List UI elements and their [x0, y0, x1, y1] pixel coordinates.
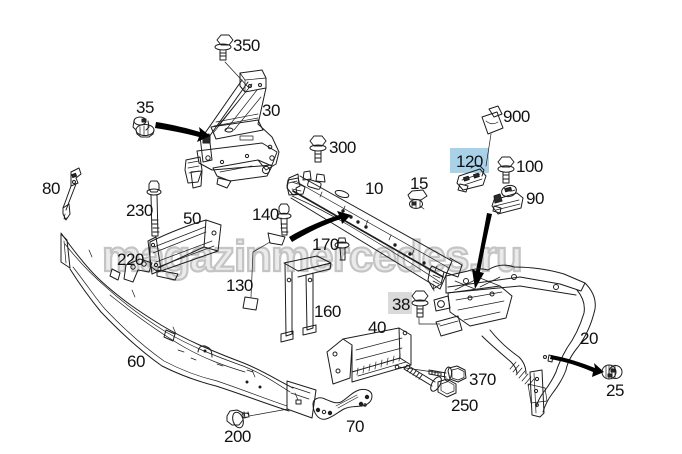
svg-text:170: 170	[312, 235, 339, 254]
svg-text:35: 35	[136, 98, 154, 117]
svg-text:370: 370	[469, 370, 496, 389]
svg-text:200: 200	[224, 427, 251, 446]
svg-text:120: 120	[456, 152, 483, 171]
svg-text:80: 80	[42, 179, 60, 198]
svg-text:220: 220	[117, 250, 144, 269]
svg-text:140: 140	[252, 205, 279, 224]
svg-text:38: 38	[392, 295, 410, 314]
svg-text:20: 20	[580, 329, 598, 348]
svg-text:90: 90	[526, 189, 544, 208]
svg-text:250: 250	[451, 396, 478, 415]
svg-text:50: 50	[183, 209, 201, 228]
svg-text:25: 25	[606, 381, 624, 400]
svg-text:100: 100	[516, 157, 543, 176]
svg-text:900: 900	[503, 107, 530, 126]
svg-text:10: 10	[365, 179, 383, 198]
svg-text:230: 230	[126, 201, 153, 220]
svg-text:70: 70	[346, 417, 364, 436]
svg-text:40: 40	[368, 318, 386, 337]
svg-text:130: 130	[226, 276, 253, 295]
svg-text:350: 350	[233, 36, 260, 55]
svg-text:30: 30	[262, 101, 280, 120]
svg-text:60: 60	[127, 352, 145, 371]
svg-text:160: 160	[314, 302, 341, 321]
svg-text:300: 300	[329, 138, 356, 157]
svg-text:15: 15	[410, 174, 428, 193]
